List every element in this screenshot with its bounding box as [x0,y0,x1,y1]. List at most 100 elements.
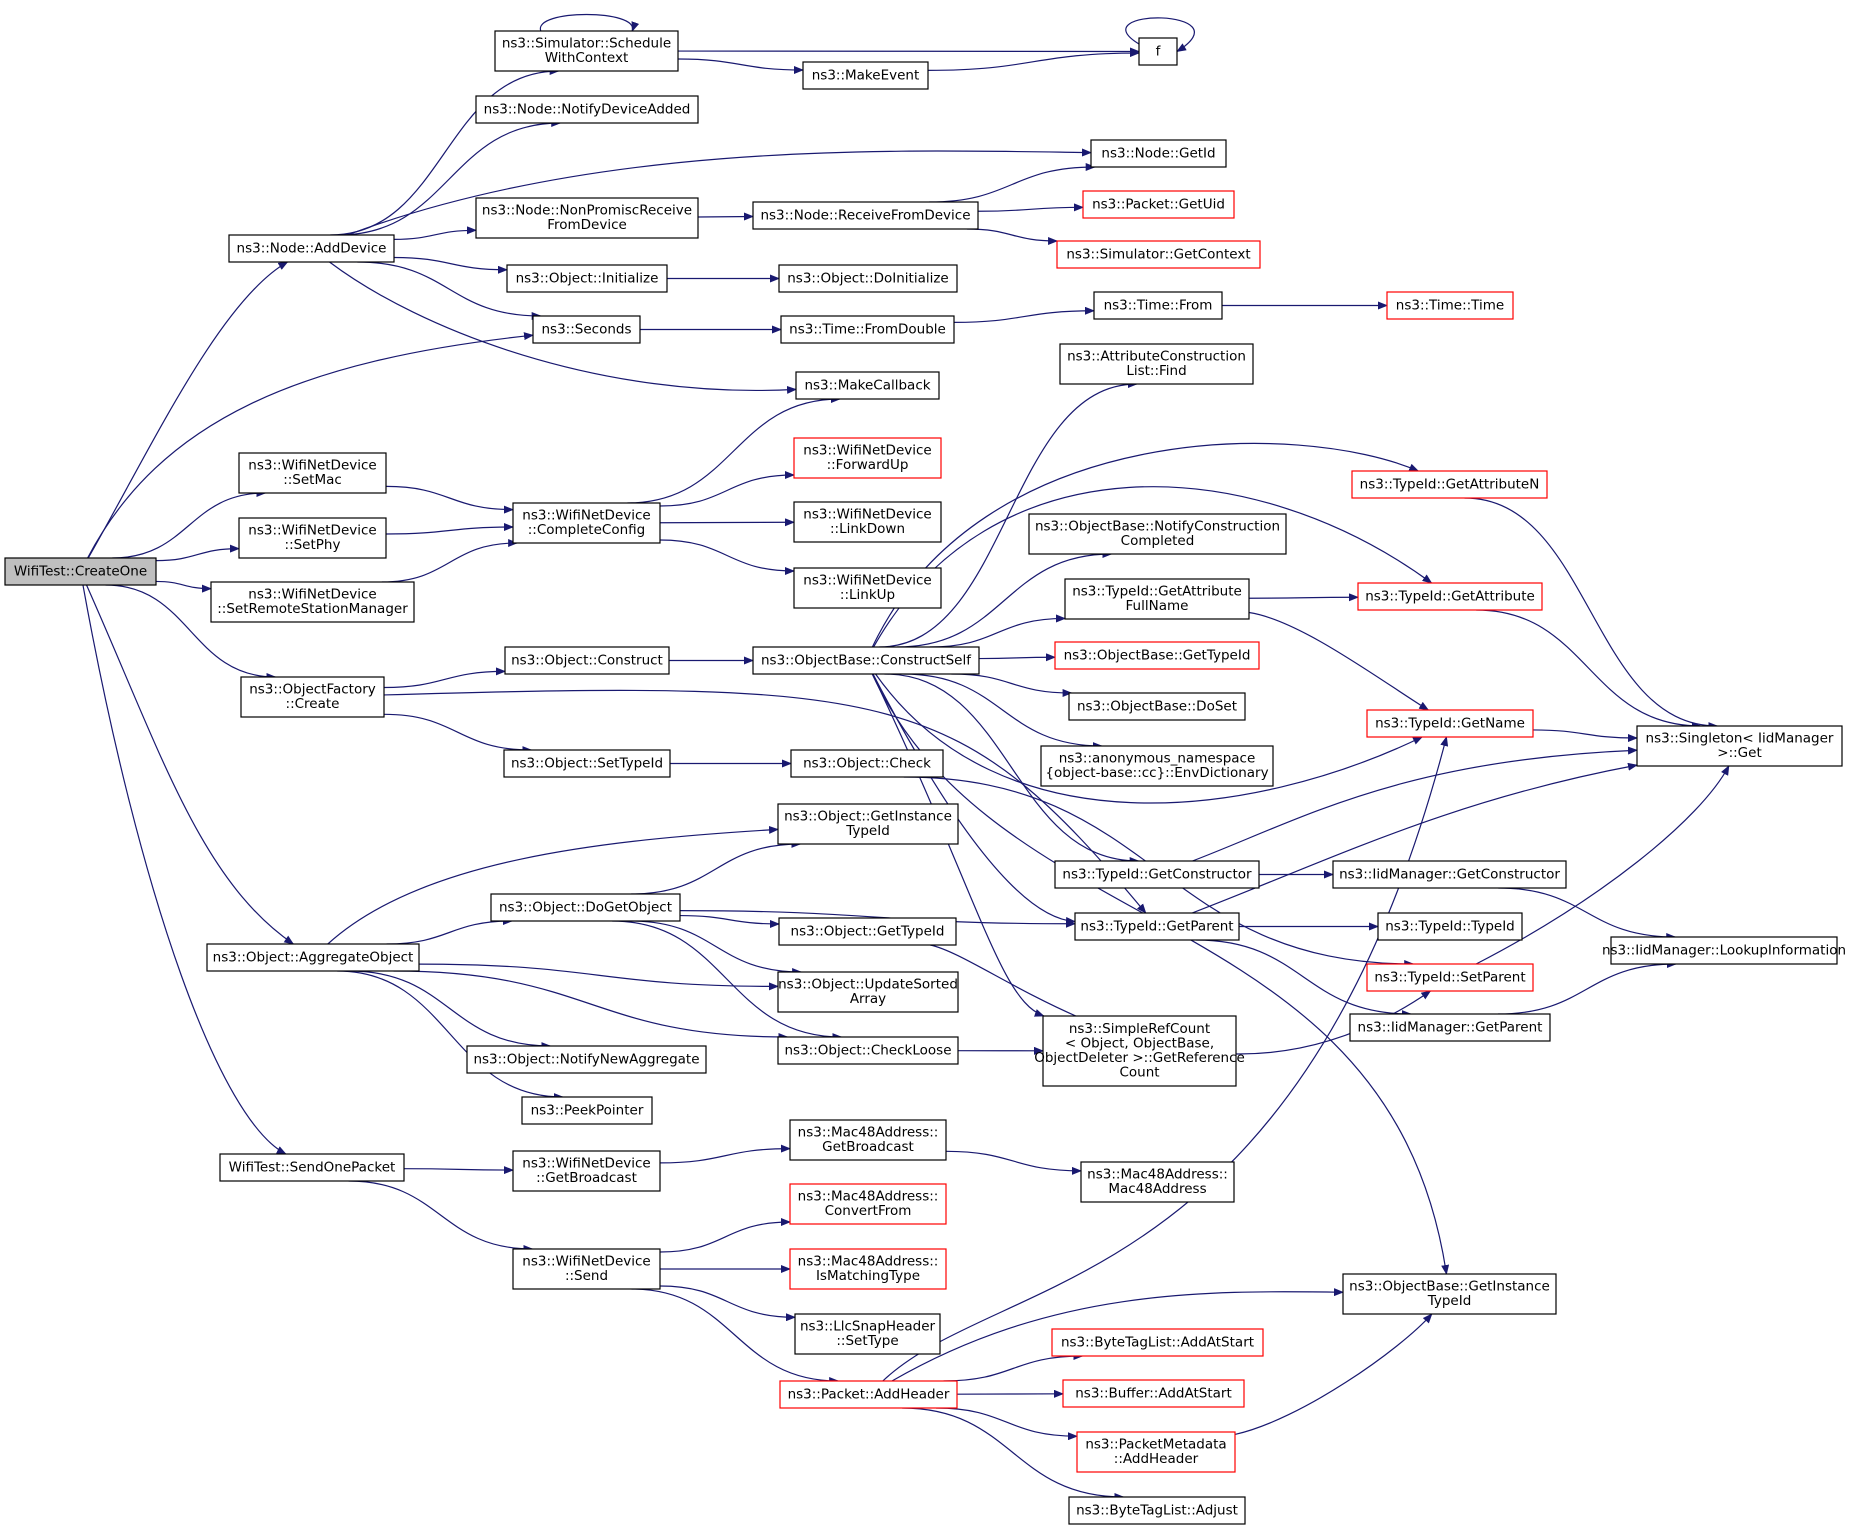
function-node[interactable]: ns3::WifiNetDevice::LinkDown [793,501,942,543]
function-node[interactable]: ns3::Node::NotifyDeviceAdded [475,95,699,124]
node-box[interactable] [521,1096,653,1125]
node-box[interactable] [790,749,944,778]
function-node[interactable]: ns3::anonymous_namespace{object-base::cc… [1040,745,1274,787]
node-box[interactable] [1090,139,1227,168]
function-node[interactable]: ns3::PeekPointer [521,1096,653,1125]
function-node[interactable]: ns3::WifiNetDevice::LinkUp [793,567,942,609]
node-box[interactable] [1040,745,1274,787]
node-box[interactable] [779,1380,958,1409]
node-box[interactable] [1074,912,1240,941]
node-box[interactable] [789,1183,947,1225]
function-node[interactable]: ns3::IidManager::GetParent [1349,1013,1551,1042]
node-box[interactable] [1059,343,1254,385]
node-box[interactable] [238,517,387,559]
function-node[interactable]: ns3::TypeId::GetName [1366,709,1534,738]
function-node[interactable]: ns3::Time::Time [1386,291,1514,320]
node-box[interactable] [532,315,641,344]
node-box[interactable] [1051,1328,1264,1357]
node-box[interactable] [1028,513,1287,555]
node-box[interactable] [1332,860,1567,889]
function-node[interactable]: ns3::Simulator::GetContext [1056,240,1261,269]
node-box[interactable] [4,557,157,586]
node-box[interactable] [1056,240,1261,269]
function-node[interactable]: ns3::Node::GetId [1090,139,1227,168]
function-node[interactable]: ns3::Mac48Address::IsMatchingType [789,1248,947,1290]
node-box[interactable] [1357,582,1543,611]
function-node[interactable]: ns3::PacketMetadata::AddHeader [1076,1431,1236,1473]
function-node[interactable]: ns3::Object::NotifyNewAggregate [466,1045,707,1074]
function-node[interactable]: ns3::WifiNetDevice::SetRemoteStationMana… [210,581,415,623]
node-box[interactable] [1636,725,1843,767]
function-node[interactable]: ns3::Time::FromDouble [780,315,955,344]
node-box[interactable] [512,1248,661,1290]
function-node[interactable]: ns3::TypeId::SetParent [1366,963,1534,992]
node-box[interactable] [1342,1273,1557,1315]
function-node[interactable]: ns3::MakeEvent [802,61,929,90]
node-box[interactable] [466,1045,707,1074]
function-node[interactable]: ns3::LlcSnapHeader::SetType [794,1313,941,1355]
node-box[interactable] [512,502,661,544]
function-node[interactable]: ns3::WifiNetDevice::ForwardUp [793,437,942,479]
node-box[interactable] [1080,1161,1235,1203]
function-node[interactable]: ns3::TypeId::GetAttributeN [1351,470,1548,499]
node-box[interactable] [238,452,387,494]
function-node[interactable]: ns3::WifiNetDevice::Send [512,1248,661,1290]
function-node[interactable]: ns3::IidManager::LookupInformation [1602,936,1846,965]
function-node[interactable]: ns3::Mac48Address::GetBroadcast [789,1119,947,1161]
node-box[interactable] [780,315,955,344]
function-node[interactable]: ns3::ObjectBase::DoSet [1068,692,1246,721]
function-node[interactable]: ns3::TypeId::GetConstructor [1054,860,1260,889]
function-node[interactable]: ns3::TypeId::GetAttribute [1357,582,1543,611]
node-box[interactable] [1349,1013,1551,1042]
node-box[interactable] [777,971,959,1013]
node-box[interactable] [1138,37,1178,66]
function-node[interactable]: ns3::Object::DoInitialize [778,264,958,293]
function-node[interactable]: ns3::SimpleRefCount< Object, ObjectBase,… [1034,1015,1245,1087]
function-node[interactable]: ns3::TypeId::GetParent [1074,912,1240,941]
node-box[interactable] [795,371,940,400]
function-node[interactable]: ns3::Mac48Address::ConvertFrom [789,1183,947,1225]
node-box[interactable] [1366,709,1534,738]
node-box[interactable] [1351,470,1548,499]
node-box[interactable] [1093,291,1223,320]
function-node[interactable]: ns3::ObjectBase::GetTypeId [1054,641,1260,670]
node-box[interactable] [494,30,679,72]
node-box[interactable] [1377,912,1523,941]
node-box[interactable] [1062,1379,1245,1408]
function-node[interactable]: ns3::ObjectFactory::Create [240,676,385,718]
function-node[interactable]: ns3::Object::Initialize [506,264,668,293]
node-box[interactable] [475,95,699,124]
node-box[interactable] [1386,291,1514,320]
function-node[interactable]: f [1138,37,1178,66]
node-box[interactable] [752,201,979,230]
node-box[interactable] [789,1119,947,1161]
node-box[interactable] [506,264,668,293]
node-box[interactable] [1064,578,1250,620]
node-box[interactable] [210,581,415,623]
node-box[interactable] [793,437,942,479]
root-function-node[interactable]: WifiTest::CreateOne [4,557,157,586]
node-box[interactable] [503,749,671,778]
function-node[interactable]: ns3::Time::From [1093,291,1223,320]
function-node[interactable]: ns3::Object::CheckLoose [777,1036,959,1065]
node-box[interactable] [206,943,420,972]
function-node[interactable]: ns3::WifiNetDevice::GetBroadcast [512,1150,661,1192]
node-box[interactable] [778,917,957,946]
node-box[interactable] [802,61,929,90]
function-node[interactable]: ns3::Packet::AddHeader [779,1380,958,1409]
node-box[interactable] [777,803,959,845]
function-node[interactable]: ns3::Object::AggregateObject [206,943,420,972]
function-node[interactable]: ns3::ObjectBase::NotifyConstructionCompl… [1028,513,1287,555]
function-node[interactable]: ns3::Mac48Address::Mac48Address [1080,1161,1235,1203]
node-box[interactable] [1054,641,1260,670]
function-node[interactable]: ns3::Seconds [532,315,641,344]
node-box[interactable] [504,646,670,675]
function-node[interactable]: ns3::ByteTagList::Adjust [1068,1496,1246,1525]
node-box[interactable] [240,676,385,718]
function-node[interactable]: WifiTest::SendOnePacket [219,1153,405,1182]
